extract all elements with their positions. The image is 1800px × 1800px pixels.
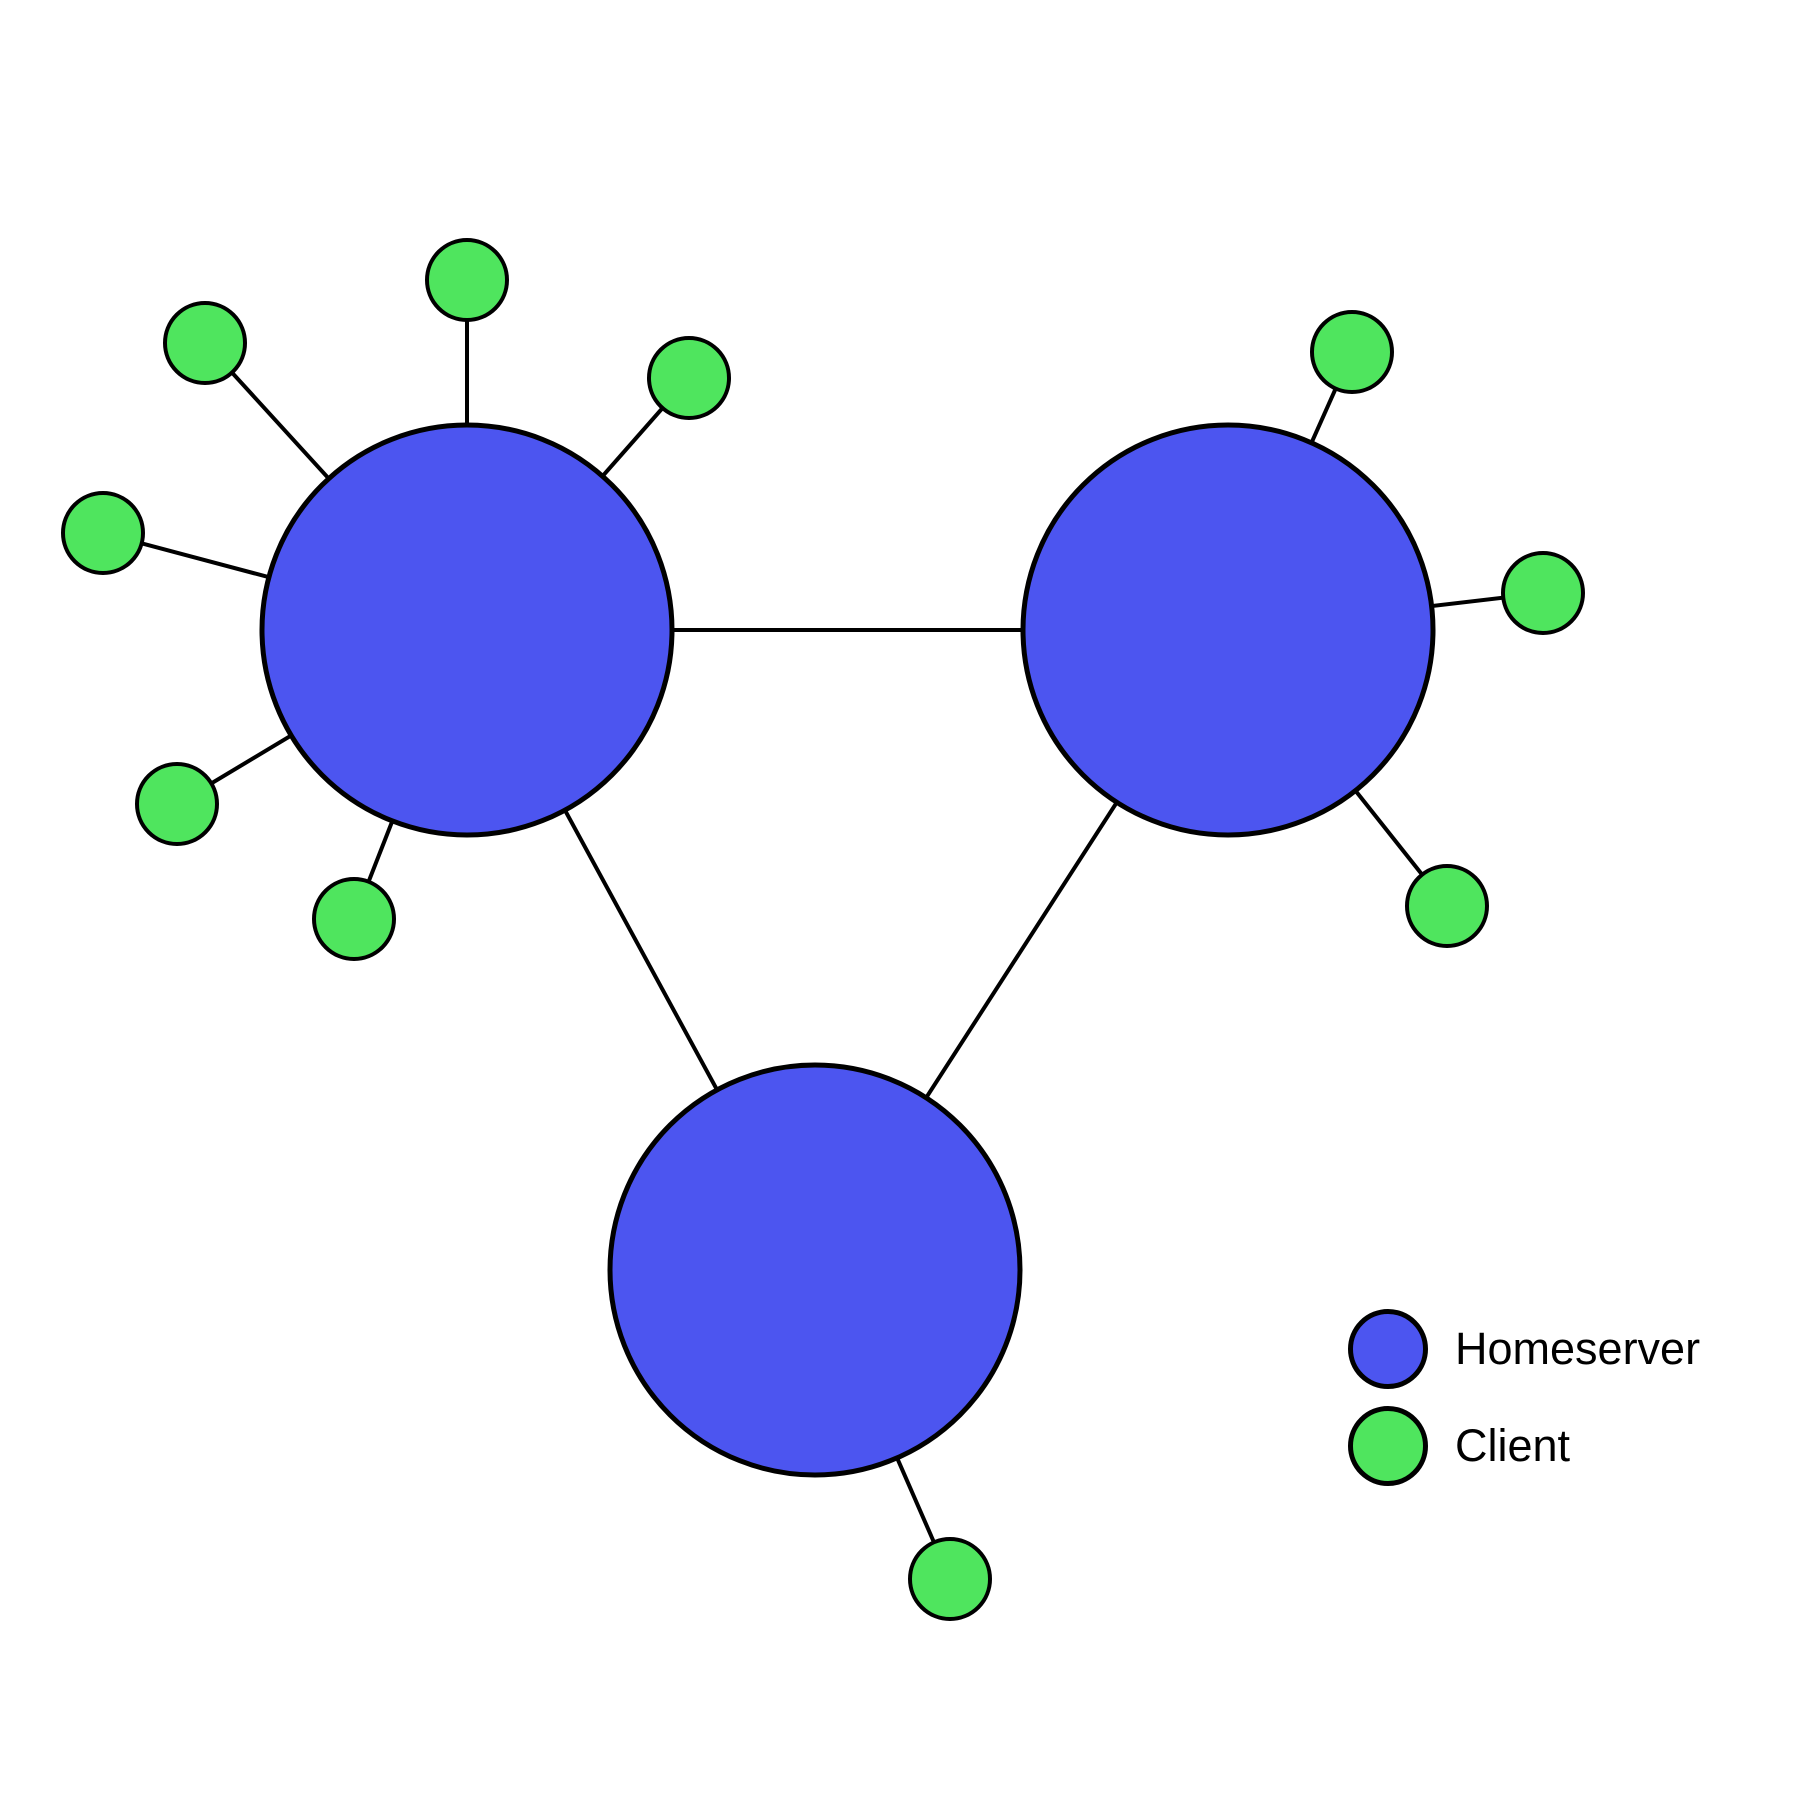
client-node [61, 491, 145, 575]
client-node [163, 301, 247, 385]
client-node [1405, 864, 1489, 948]
homeserver-swatch [1348, 1309, 1428, 1389]
legend-item-client: Client [1348, 1406, 1700, 1486]
homeserver-node [607, 1062, 1023, 1478]
legend-label-client: Client [1455, 1420, 1571, 1471]
client-node [1310, 310, 1394, 394]
client-swatch [1348, 1406, 1428, 1486]
legend: Homeserver Client [1348, 1309, 1700, 1503]
homeserver-node [259, 422, 675, 838]
client-node [908, 1537, 992, 1621]
client-node [425, 238, 509, 322]
client-node [1501, 551, 1585, 635]
legend-label-homeserver: Homeserver [1455, 1323, 1701, 1374]
client-node [312, 877, 396, 961]
legend-item-homeserver: Homeserver [1348, 1309, 1700, 1389]
client-node [135, 762, 219, 846]
client-node [647, 336, 731, 420]
homeserver-node [1020, 422, 1436, 838]
